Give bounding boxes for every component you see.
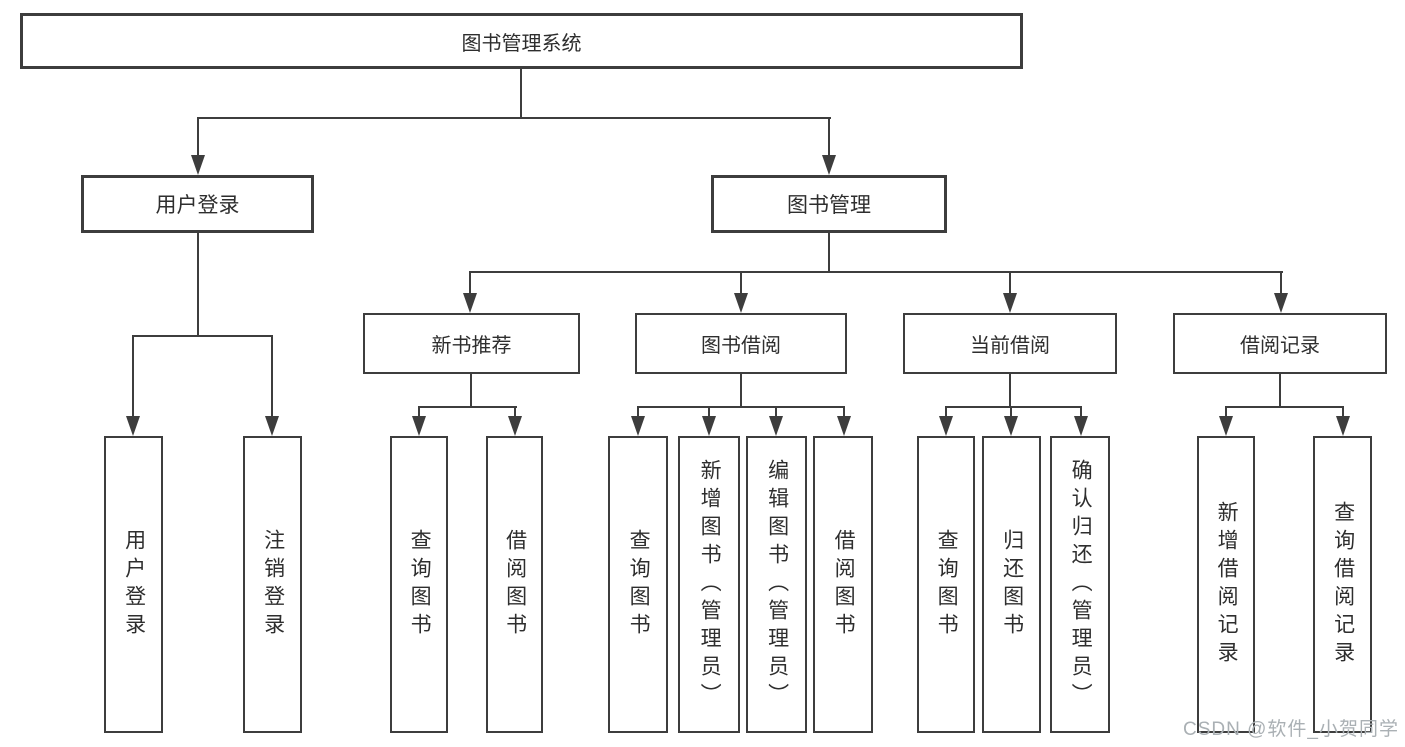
node-leaf-bb-edit-book-label: 编辑图书（管理员） — [765, 458, 789, 711]
node-leaf-cb-confirm-return: 确认归还（管理员） — [1050, 436, 1110, 733]
connector-line — [418, 406, 420, 416]
connector-line — [197, 117, 831, 119]
node-leaf-rec-query-book-label: 查询图书 — [408, 528, 432, 641]
node-user-login-label: 用户登录 — [155, 194, 240, 217]
connector-line — [828, 117, 830, 156]
node-leaf-cb-return-book: 归还图书 — [982, 436, 1041, 733]
connector-line — [708, 406, 710, 416]
connector-line — [470, 374, 472, 406]
connector-line — [945, 406, 1082, 408]
node-leaf-logout: 注销登录 — [243, 436, 302, 733]
node-leaf-user-login-label: 用户登录 — [122, 528, 146, 641]
node-new-book-recommend: 新书推荐 — [363, 313, 580, 374]
connector-line — [1009, 374, 1011, 406]
node-book-management: 图书管理 — [711, 175, 947, 233]
node-current-borrowing-label: 当前借阅 — [970, 335, 1050, 357]
connector-arrow-down-icon — [126, 416, 140, 436]
connector-line — [1279, 374, 1281, 406]
connector-line — [1225, 406, 1344, 408]
node-leaf-bb-query-book-label: 查询图书 — [627, 528, 651, 641]
connector-line — [1010, 406, 1012, 416]
node-leaf-logout-label: 注销登录 — [261, 528, 285, 641]
node-leaf-cb-return-book-label: 归还图书 — [1000, 528, 1024, 641]
node-leaf-br-add-record: 新增借阅记录 — [1197, 436, 1255, 733]
connector-arrow-down-icon — [631, 416, 645, 436]
connector-line — [469, 271, 471, 293]
connector-arrow-down-icon — [1074, 416, 1088, 436]
connector-line — [740, 374, 742, 406]
connector-line — [197, 117, 199, 156]
connector-arrow-down-icon — [1274, 293, 1288, 313]
connector-arrow-down-icon — [702, 416, 716, 436]
node-leaf-cb-confirm-return-label: 确认归还（管理员） — [1069, 458, 1093, 711]
connector-line — [132, 335, 134, 416]
connector-line — [775, 406, 777, 416]
connector-line — [740, 271, 742, 293]
node-current-borrowing: 当前借阅 — [903, 313, 1117, 374]
connector-line — [828, 233, 830, 271]
connector-arrow-down-icon — [1004, 416, 1018, 436]
node-book-borrowing-label: 图书借阅 — [701, 335, 781, 357]
connector-arrow-down-icon — [463, 293, 477, 313]
connector-arrow-down-icon — [1336, 416, 1350, 436]
node-root-label: 图书管理系统 — [461, 32, 582, 55]
node-leaf-br-query-record-label: 查询借阅记录 — [1331, 500, 1355, 669]
node-root: 图书管理系统 — [20, 13, 1023, 69]
node-leaf-bb-query-book: 查询图书 — [608, 436, 668, 733]
connector-arrow-down-icon — [412, 416, 426, 436]
connector-arrow-down-icon — [769, 416, 783, 436]
node-leaf-rec-borrow-book: 借阅图书 — [486, 436, 543, 733]
connector-arrow-down-icon — [837, 416, 851, 436]
connector-arrow-down-icon — [191, 155, 205, 175]
csdn-watermark: CSDN @软件_小贺同学 — [1183, 719, 1399, 740]
connector-arrow-down-icon — [939, 416, 953, 436]
node-leaf-user-login: 用户登录 — [104, 436, 163, 733]
connector-line — [945, 406, 947, 416]
node-leaf-br-add-record-label: 新增借阅记录 — [1215, 500, 1239, 669]
connector-arrow-down-icon — [1003, 293, 1017, 313]
connector-line — [197, 233, 199, 335]
connector-arrow-down-icon — [734, 293, 748, 313]
node-leaf-bb-add-book-label: 新增图书（管理员） — [698, 458, 722, 711]
node-leaf-rec-borrow-book-label: 借阅图书 — [503, 528, 527, 641]
connector-line — [514, 406, 516, 416]
connector-line — [1009, 271, 1011, 293]
connector-arrow-down-icon — [508, 416, 522, 436]
node-new-book-recommend-label: 新书推荐 — [431, 335, 512, 357]
node-leaf-bb-borrow-book-label: 借阅图书 — [832, 528, 856, 641]
connector-arrow-down-icon — [1219, 416, 1233, 436]
node-leaf-br-query-record: 查询借阅记录 — [1313, 436, 1372, 733]
connector-line — [132, 335, 273, 337]
connector-line — [418, 406, 517, 408]
node-user-login: 用户登录 — [81, 175, 314, 233]
connector-line — [271, 335, 273, 416]
connector-line — [1080, 406, 1082, 416]
connector-line — [637, 406, 639, 416]
connector-line — [520, 69, 522, 118]
node-leaf-bb-edit-book: 编辑图书（管理员） — [746, 436, 807, 733]
node-leaf-cb-query-book: 查询图书 — [917, 436, 975, 733]
connector-line — [637, 406, 845, 408]
connector-line — [1280, 271, 1282, 293]
connector-line — [843, 406, 845, 416]
node-leaf-bb-borrow-book: 借阅图书 — [813, 436, 873, 733]
node-leaf-rec-query-book: 查询图书 — [390, 436, 448, 733]
node-borrowing-records-label: 借阅记录 — [1240, 335, 1320, 357]
connector-line — [1342, 406, 1344, 416]
node-leaf-cb-query-book-label: 查询图书 — [935, 528, 959, 641]
node-leaf-bb-add-book: 新增图书（管理员） — [678, 436, 740, 733]
node-borrowing-records: 借阅记录 — [1173, 313, 1387, 374]
connector-arrow-down-icon — [822, 155, 836, 175]
node-book-management-label: 图书管理 — [787, 194, 871, 217]
connector-arrow-down-icon — [265, 416, 279, 436]
connector-line — [1225, 406, 1227, 416]
connector-line — [469, 271, 1283, 273]
node-book-borrowing: 图书借阅 — [635, 313, 847, 374]
